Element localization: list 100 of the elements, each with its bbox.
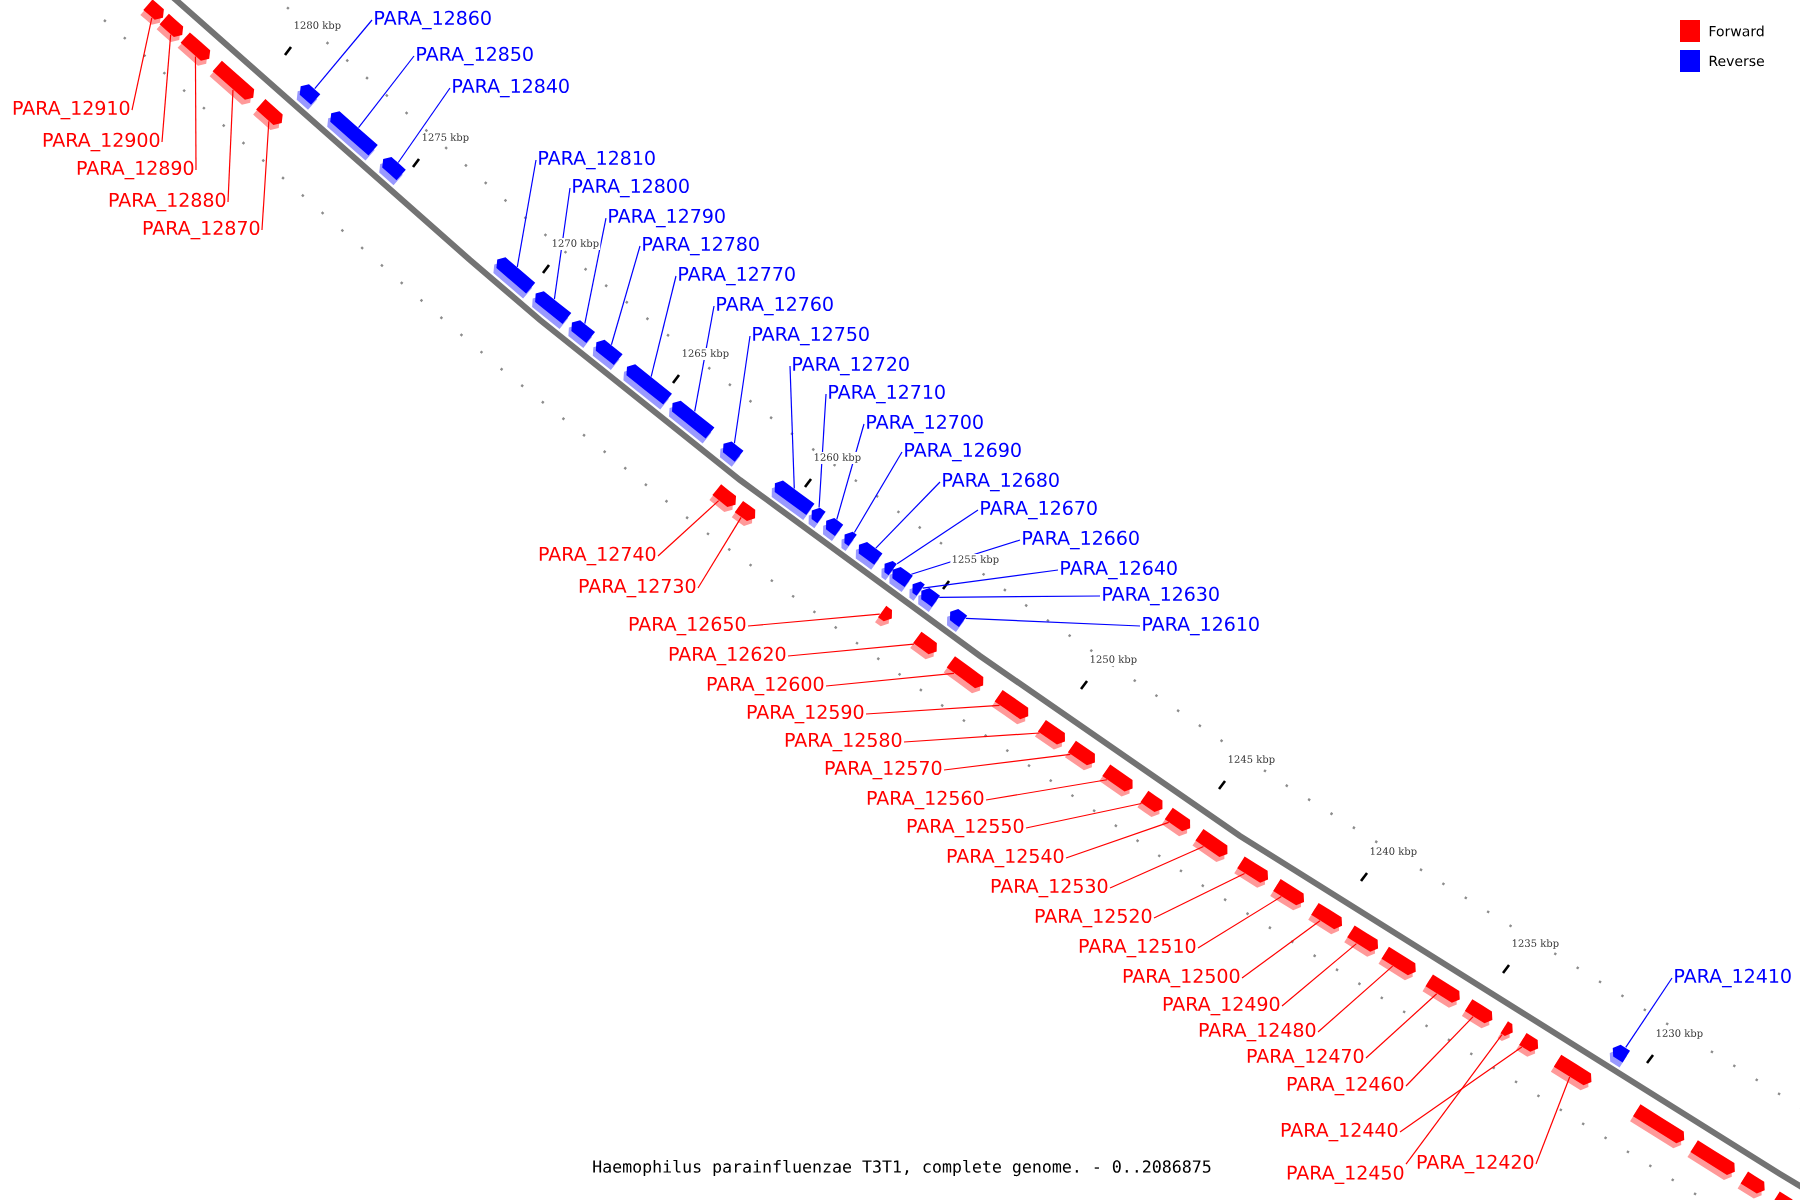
leader-line [1281, 943, 1358, 1007]
leader-line [825, 672, 955, 687]
gene-block [808, 507, 826, 529]
leader-line [194, 55, 197, 171]
gene-label: PARA_12610 [1143, 616, 1259, 636]
leader-line [553, 187, 571, 300]
gene-label: PARA_12700 [867, 414, 983, 434]
gene-label: PARA_12590 [747, 704, 864, 724]
gene-block [1308, 902, 1343, 935]
leader-line [1365, 993, 1438, 1059]
gene-block [991, 690, 1029, 725]
gene-label: PARA_12510 [1079, 938, 1196, 958]
leader-line [1109, 845, 1205, 889]
gene-block [669, 400, 715, 444]
leader-line [227, 89, 234, 203]
gene-block [156, 13, 184, 42]
gene-block [731, 500, 756, 527]
gene-block [1630, 1104, 1685, 1149]
leader-line [789, 365, 795, 490]
leader-line [865, 704, 1001, 715]
gene-label: PARA_12520 [1035, 908, 1152, 928]
leader-line [261, 120, 270, 231]
gene-label: PARA_12420 [1417, 1154, 1534, 1174]
leader-line [314, 19, 373, 90]
gene-label: PARA_12660 [1023, 530, 1139, 550]
gene-block [568, 320, 596, 349]
gene-label: PARA_12640 [1061, 560, 1177, 580]
gene-label: PARA_12770 [679, 266, 795, 286]
gene-label: PARA_12810 [539, 150, 655, 170]
gene-block [1737, 1171, 1765, 1199]
gene-block [918, 587, 941, 612]
gene-block [1461, 999, 1493, 1029]
gene-block [947, 609, 968, 632]
gene-label: PARA_12800 [573, 178, 689, 198]
gene-label: PARA_12750 [753, 326, 869, 346]
leader-line [1065, 821, 1170, 859]
gene-block [592, 339, 623, 371]
gene-label: PARA_12470 [1247, 1048, 1364, 1068]
gene-label: PARA_12780 [643, 236, 759, 256]
gene-label: PARA_12540 [947, 848, 1064, 868]
gene-label: PARA_12650 [629, 616, 746, 636]
gene-block [1769, 1191, 1793, 1200]
gene-block [719, 441, 744, 467]
gene-block [1609, 1044, 1631, 1068]
gene-block [1344, 925, 1379, 957]
leader-line [650, 275, 677, 378]
gene-label: PARA_12500 [1123, 968, 1240, 988]
gene-block [855, 542, 883, 570]
leader-line [1241, 920, 1321, 979]
gene-label: PARA_12450 [1287, 1165, 1404, 1184]
leader-line [938, 595, 1101, 598]
leader-line [903, 732, 1041, 743]
gene-label: PARA_12790 [609, 208, 725, 228]
leader-line [1405, 1034, 1503, 1165]
leader-line [657, 500, 720, 557]
gene-block [910, 631, 937, 660]
gene-block [1137, 790, 1163, 818]
gene-block [1099, 764, 1133, 797]
leader-line [787, 643, 915, 657]
caption: Haemophilus parainfluenzae T3T1, complete genome. - 0..2086875 [593, 1159, 1211, 1177]
gene-label: PARA_12760 [717, 296, 833, 316]
leader-line [922, 569, 1059, 589]
gene-block [1034, 719, 1065, 750]
gene-label: PARA_12580 [785, 732, 902, 752]
gene-label: PARA_12480 [1199, 1022, 1316, 1042]
leader-line [853, 451, 903, 534]
gene-label: PARA_12910 [13, 100, 130, 120]
gene-label: PARA_12620 [669, 646, 786, 666]
leader-line [161, 34, 172, 143]
gene-block [709, 484, 737, 513]
leader-line [1153, 872, 1246, 919]
gene-label: PARA_12600 [707, 676, 824, 696]
leader-line [610, 245, 641, 346]
gene-block [623, 364, 672, 410]
gene-block [1687, 1140, 1735, 1180]
leader-line [584, 217, 607, 325]
leader-line [397, 87, 451, 164]
gene-label: PARA_12710 [829, 384, 945, 404]
gene-label: PARA_12410 [1675, 968, 1791, 988]
gene-label: PARA_12860 [375, 10, 491, 30]
leader-line [694, 305, 715, 412]
leader-line [1025, 802, 1143, 829]
gene-block [1378, 946, 1416, 981]
leader-line [1399, 1046, 1523, 1133]
gene-block [493, 257, 536, 299]
gene-label: PARA_12680 [943, 472, 1059, 492]
leader-line [747, 613, 881, 627]
leader-line [985, 779, 1108, 801]
leader-line [818, 393, 827, 509]
gene-label: PARA_12880 [109, 192, 226, 212]
gene-block [943, 656, 984, 694]
leader-line [875, 481, 941, 549]
leader-line [1405, 1016, 1474, 1087]
leader-line [733, 335, 751, 444]
gene-block [1422, 974, 1460, 1008]
leader-line [1317, 965, 1394, 1033]
gene-label: PARA_12670 [981, 500, 1097, 520]
gene-label: PARA_12900 [43, 132, 160, 152]
leader-line [836, 423, 865, 521]
gene-block [177, 32, 211, 66]
